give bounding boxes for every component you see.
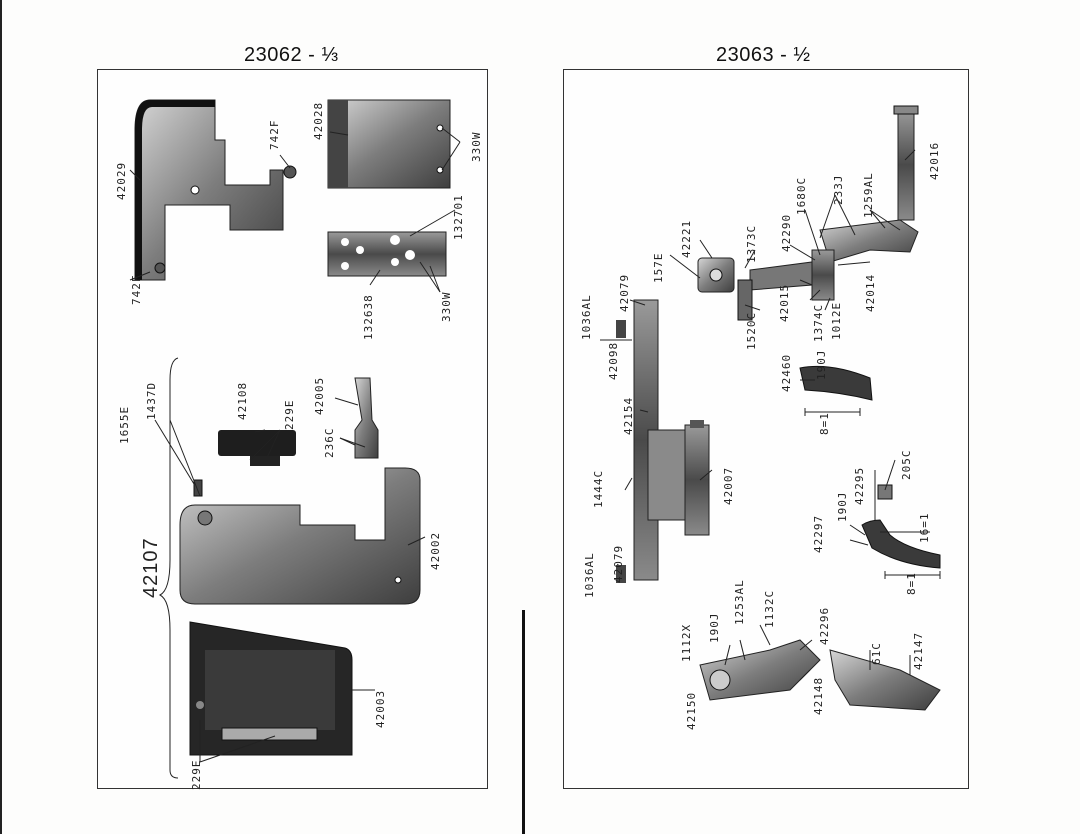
label-42029: 42029 (115, 161, 128, 200)
label-205C: 205C (900, 449, 913, 481)
label-42108: 42108 (236, 381, 249, 420)
label-1655E: 1655E (118, 405, 131, 444)
page-edge (0, 0, 2, 834)
label-61C: 61C (870, 642, 883, 665)
label-42005: 42005 (313, 376, 326, 415)
part-42005 (354, 377, 379, 459)
label-132638: 132638 (362, 294, 375, 340)
label-42154: 42154 (622, 396, 635, 435)
label-42098: 42098 (607, 341, 620, 380)
label-190J-top: 190J (815, 349, 828, 381)
part-42028 (327, 99, 451, 189)
label-42007: 42007 (722, 466, 735, 505)
part-1036AL-bottom (616, 565, 626, 583)
label-1259AL: 1259AL (862, 172, 875, 218)
part-42029 (134, 99, 297, 281)
label-330W-top: 330W (470, 131, 483, 163)
label-1012E: 1012E (830, 301, 843, 340)
label-42148: 42148 (812, 676, 825, 715)
label-8eq1-bottom: 8=1 (905, 572, 918, 595)
label-group-42107: 42107 (140, 537, 162, 598)
part-42002 (179, 467, 421, 605)
label-233J: 233J (832, 174, 845, 206)
label-42079-bottom: 42079 (612, 544, 625, 583)
label-1036AL-top: 1036AL (580, 294, 593, 340)
label-16eq1: 16=1 (918, 512, 931, 544)
part-42003 (189, 621, 353, 756)
label-8eq1-top: 8=1 (818, 412, 831, 435)
label-42290: 42290 (780, 213, 793, 252)
part-42154 (633, 299, 710, 581)
label-1132C: 1132C (763, 589, 776, 628)
label-42079-top: 42079 (618, 273, 631, 312)
book-binding-line (522, 610, 525, 834)
label-1437D: 1437D (145, 381, 158, 420)
label-132701: 132701 (452, 194, 465, 240)
label-42295: 42295 (853, 466, 866, 505)
label-42297: 42297 (812, 514, 825, 553)
label-42015: 42015 (778, 283, 791, 322)
label-229E-upper: 229E (283, 399, 296, 431)
label-42296: 42296 (818, 606, 831, 645)
label-1373C: 1373C (745, 224, 758, 263)
part-42290 (749, 249, 835, 301)
part-1437D (193, 479, 203, 497)
label-42147: 42147 (912, 631, 925, 670)
label-1253AL: 1253AL (733, 579, 746, 625)
part-42108 (218, 430, 296, 466)
label-42150: 42150 (685, 691, 698, 730)
part-42460 (799, 365, 873, 401)
label-42221: 42221 (680, 219, 693, 258)
label-42002: 42002 (429, 531, 442, 570)
part-42016 (819, 105, 919, 263)
label-1374C: 1374C (812, 303, 825, 342)
label-1680C: 1680C (795, 176, 808, 215)
label-1520C: 1520C (745, 311, 758, 350)
right-plate-number: 23063 - ½ (716, 44, 811, 66)
part-42221 (697, 257, 753, 321)
part-42150 (699, 639, 821, 701)
left-plate-number: 23062 - ⅓ (244, 44, 339, 66)
label-190J-bottom: 190J (708, 612, 721, 644)
label-742F-bottom: 742F (130, 274, 143, 306)
label-1112X: 1112X (680, 623, 693, 662)
part-42147 (829, 649, 941, 711)
label-190J-middle: 190J (836, 491, 849, 523)
part-132638 (327, 231, 447, 277)
label-236C: 236C (323, 427, 336, 459)
label-1036AL-bottom: 1036AL (583, 552, 596, 598)
label-42003: 42003 (374, 689, 387, 728)
label-42028: 42028 (312, 101, 325, 140)
label-742F-top: 742F (268, 119, 281, 151)
part-1036AL-top (616, 320, 626, 338)
label-157E: 157E (652, 252, 665, 284)
label-42014: 42014 (864, 273, 877, 312)
label-229E-lower: 229E (190, 759, 203, 791)
label-330W-bottom: 330W (440, 291, 453, 323)
label-42460: 42460 (780, 353, 793, 392)
label-42016: 42016 (928, 141, 941, 180)
label-1444C: 1444C (592, 469, 605, 508)
